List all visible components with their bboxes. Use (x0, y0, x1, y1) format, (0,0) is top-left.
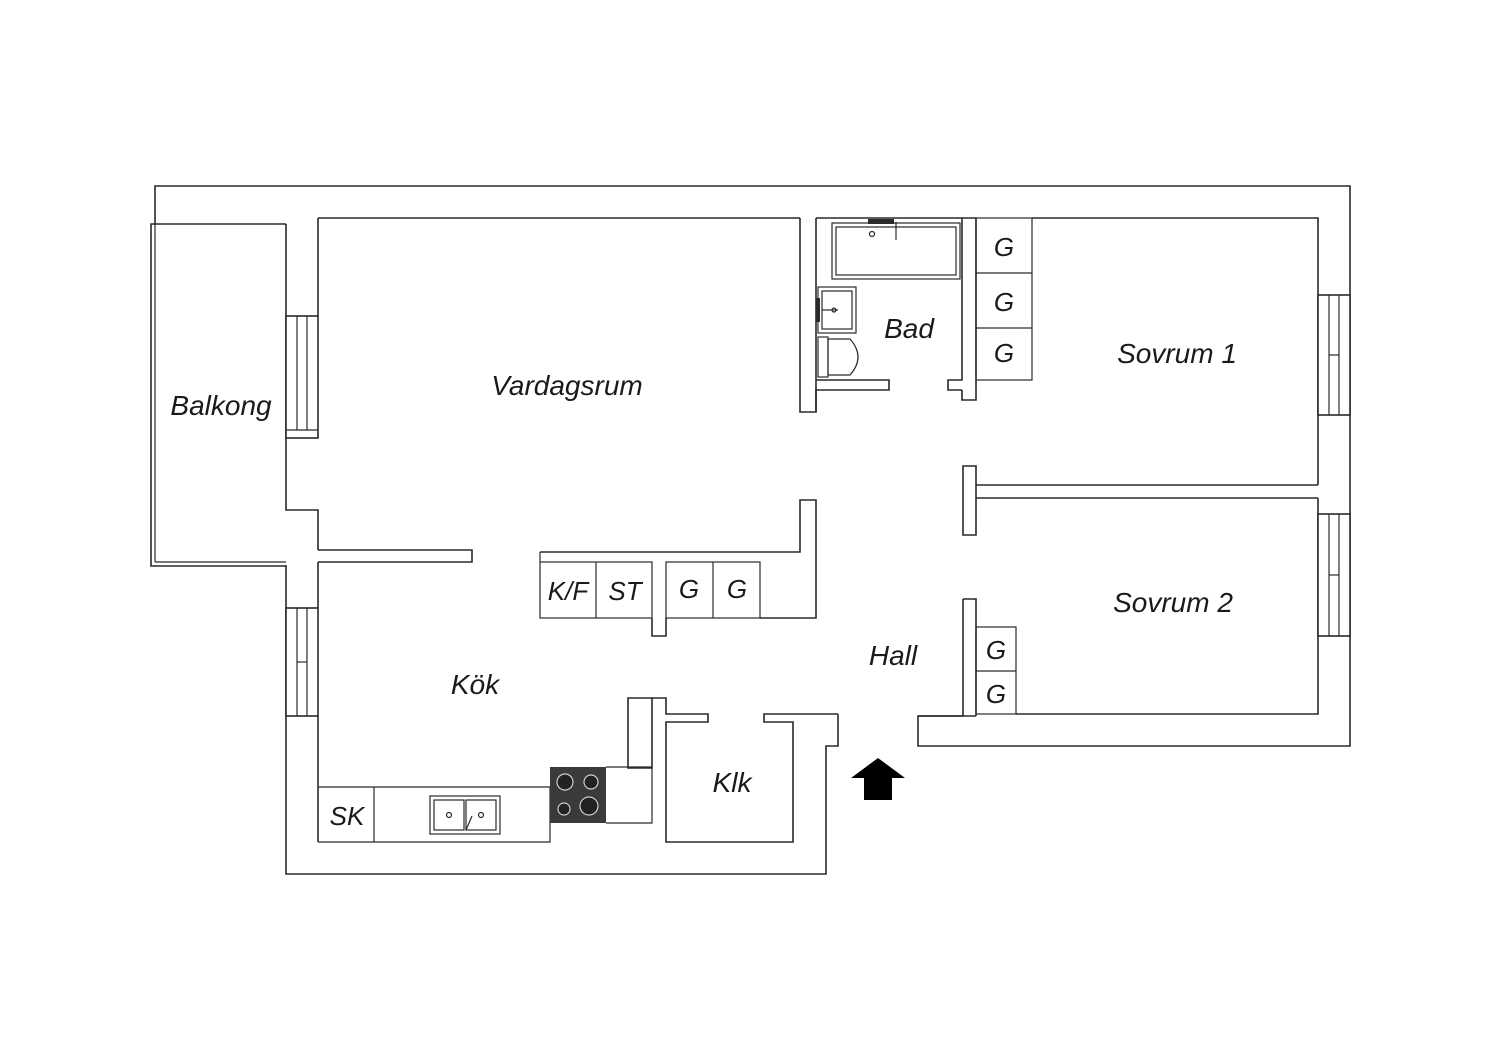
outer-walls (154, 185, 1351, 875)
storage-label: ST (608, 576, 643, 606)
room-label-bath: Bad (884, 313, 935, 344)
bathroom-fixtures (816, 219, 961, 378)
room-label-bedroom2: Sovrum 2 (1113, 587, 1233, 618)
fridge-freezer-label: K/F (548, 576, 591, 606)
window-bedroom2 (1317, 513, 1351, 637)
kitchen-counter: SK (318, 766, 653, 843)
window-kitchen (285, 607, 319, 717)
wardrobe-label: G (986, 635, 1006, 665)
wardrobe-label: G (679, 574, 699, 604)
window-balcony (285, 315, 319, 439)
wardrobe-label: G (727, 574, 747, 604)
room-label-living: Vardagsrum (491, 370, 642, 401)
stove-icon (550, 767, 606, 823)
window-bedroom1 (1317, 294, 1351, 416)
bathtub-icon (831, 219, 961, 280)
room-labels: Balkong Vardagsrum Bad Sovrum 1 Sovrum 2… (170, 313, 1237, 798)
wardrobe-label: G (994, 232, 1014, 262)
room-label-balcony: Balkong (170, 390, 272, 421)
room-label-bedroom1: Sovrum 1 (1117, 338, 1237, 369)
kitchen-cabinets: K/F ST G G (539, 552, 761, 619)
wardrobes-bedroom1: G G G (975, 217, 1033, 381)
wardrobe-label: G (986, 679, 1006, 709)
wardrobes-bedroom2: G G (975, 626, 1017, 715)
broom-closet-label: SK (330, 801, 366, 831)
room-label-closet: Klk (713, 767, 754, 798)
wardrobe-label: G (994, 287, 1014, 317)
room-label-hall: Hall (869, 640, 918, 671)
kitchen-sink-icon (429, 795, 501, 835)
entrance-arrow-icon (851, 758, 905, 800)
balcony (150, 223, 286, 567)
wardrobe-label: G (994, 338, 1014, 368)
room-label-kitchen: Kök (451, 669, 501, 700)
washbasin-icon (816, 286, 857, 334)
toilet-icon (817, 336, 859, 378)
windows (285, 294, 1351, 717)
